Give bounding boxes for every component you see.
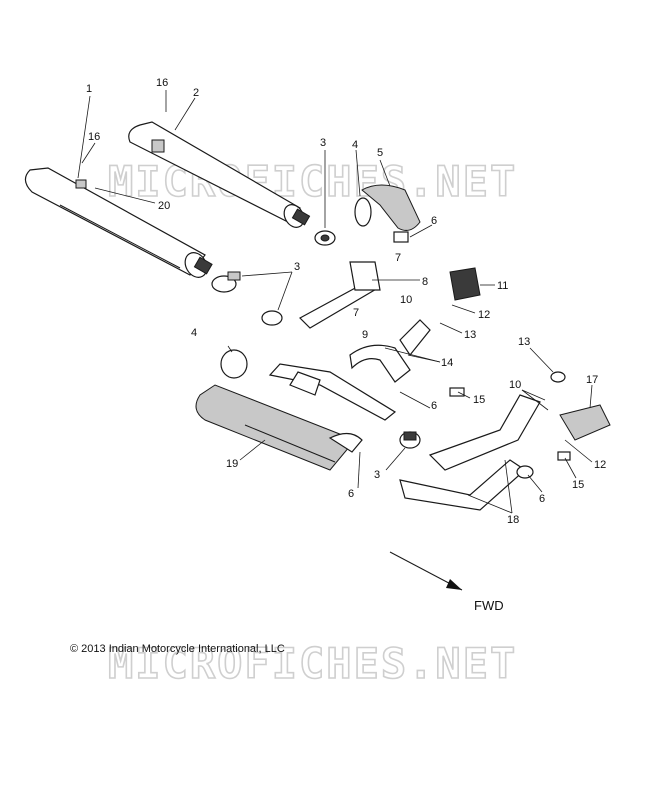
upper-muffler (128, 121, 311, 228)
bracket-mount (349, 261, 381, 291)
callout-8: 8 (422, 276, 428, 288)
clamp-mid (261, 310, 283, 326)
lower-heat-shield (195, 384, 363, 471)
callout-7-upper: 7 (395, 252, 401, 264)
callout-4-upper: 4 (352, 139, 358, 151)
callout-16-left: 16 (88, 131, 100, 143)
callout-13-right: 13 (518, 336, 530, 348)
callout-3-mid: 3 (294, 261, 300, 273)
gasket-upper (354, 197, 372, 227)
callout-6-lower: 6 (348, 488, 354, 500)
callout-4-lower: 4 (191, 327, 197, 339)
heat-guard (449, 267, 481, 301)
callout-labels: 1 2 3 3 3 4 4 5 6 6 6 6 7 7 8 9 10 10 11… (86, 77, 606, 526)
clamp-upper (314, 230, 336, 246)
rear-heat-guard (559, 404, 611, 441)
callout-9: 9 (362, 329, 368, 341)
gasket-lower (220, 349, 248, 379)
callout-12-upper: 12 (478, 309, 490, 321)
callout-5: 5 (377, 147, 383, 159)
callout-13-upper: 13 (464, 329, 476, 341)
leader-lines (77, 90, 593, 514)
callout-17: 17 (586, 374, 598, 386)
front-exhaust-pipe (268, 319, 431, 421)
forward-arrow (389, 551, 463, 591)
clamp-left (211, 271, 241, 293)
callout-20: 20 (158, 200, 170, 212)
fwd-label: FWD (474, 598, 504, 613)
main-muffler (24, 167, 213, 278)
rear-header-pipe (399, 394, 541, 511)
callout-3-lower: 3 (374, 469, 380, 481)
clip-upper (393, 231, 409, 243)
callout-14: 14 (441, 357, 453, 369)
callout-10-upper: 10 (400, 294, 412, 306)
heat-shield-upper (361, 184, 421, 231)
copyright-notice: © 2013 Indian Motorcycle International, … (70, 643, 285, 655)
gasket-13-right (550, 371, 566, 383)
callout-15-upper: 15 (473, 394, 485, 406)
callout-6-right: 6 (539, 493, 545, 505)
callout-19: 19 (226, 458, 238, 470)
callout-2: 2 (193, 87, 199, 99)
clamp-lower (399, 431, 421, 449)
callout-18: 18 (507, 514, 519, 526)
watermark-bottom: MICROFICHES.NET (108, 639, 517, 688)
watermark-top: MICROFICHES.NET (108, 157, 517, 206)
callout-1: 1 (86, 83, 92, 95)
callout-3-upper: 3 (320, 137, 326, 149)
callout-6-mid: 6 (431, 400, 437, 412)
callout-11: 11 (497, 280, 508, 292)
callout-16-top: 16 (156, 77, 168, 89)
callout-12-right: 12 (594, 459, 606, 471)
callout-15-lower: 15 (572, 479, 584, 491)
sensor-15-upper (449, 387, 465, 397)
callout-6-upper: 6 (431, 215, 437, 227)
callout-10-right: 10 (509, 379, 521, 391)
callout-7-lower: 7 (353, 307, 359, 319)
sensor-15-lower (557, 451, 571, 461)
